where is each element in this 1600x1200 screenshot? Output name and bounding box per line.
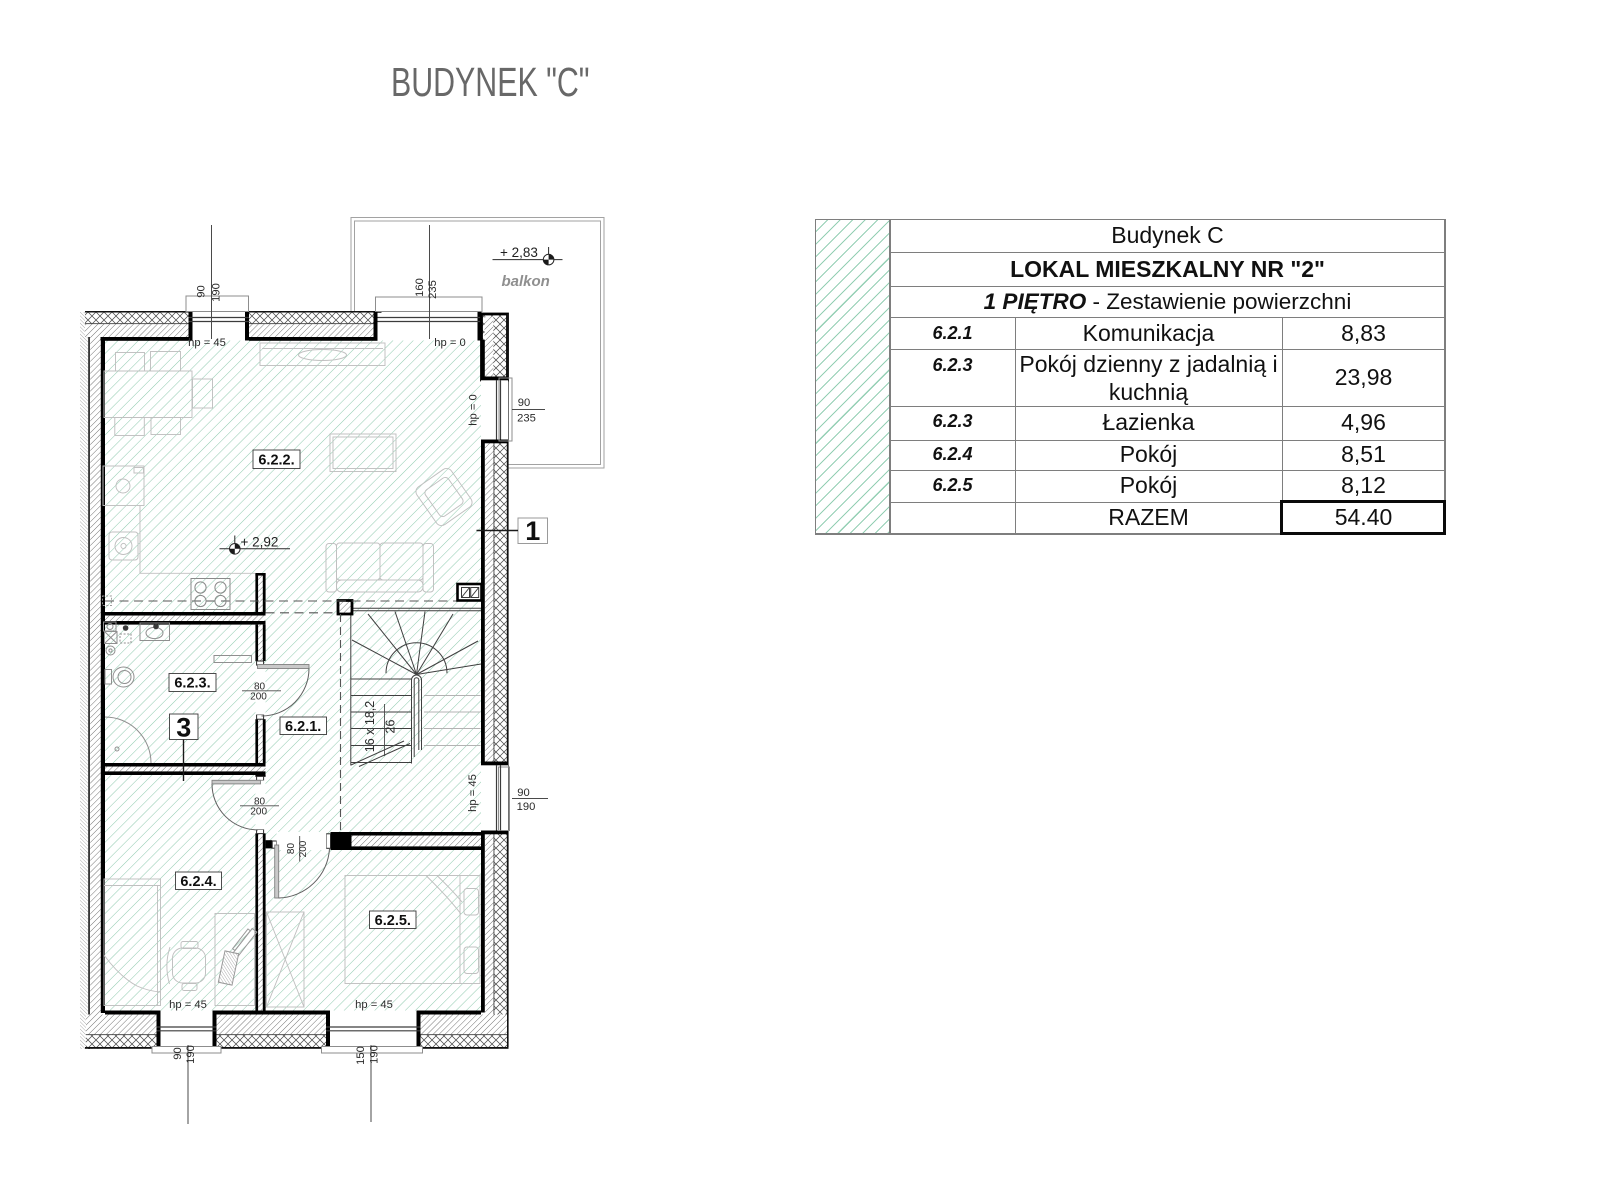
svg-text:190: 190: [369, 1045, 381, 1064]
svg-text:+ 2,92: + 2,92: [241, 534, 279, 549]
svg-text:90: 90: [518, 397, 530, 409]
svg-text:200: 200: [250, 807, 267, 818]
svg-text:3: 3: [176, 713, 191, 743]
svg-text:hp = 0: hp = 0: [434, 337, 465, 349]
svg-text:balkon: balkon: [502, 273, 550, 290]
svg-text:190: 190: [517, 801, 536, 813]
svg-text:6.2.4.: 6.2.4.: [180, 874, 216, 890]
svg-text:hp = 45: hp = 45: [169, 999, 207, 1011]
svg-text:190: 190: [185, 1045, 197, 1064]
svg-text:150: 150: [355, 1046, 367, 1065]
svg-text:80: 80: [254, 682, 266, 693]
svg-text:6.2.1.: 6.2.1.: [285, 719, 321, 735]
svg-text:16 x 18,2: 16 x 18,2: [363, 701, 377, 752]
svg-text:190: 190: [211, 283, 223, 302]
svg-text:235: 235: [517, 413, 536, 425]
svg-text:200: 200: [250, 692, 267, 703]
svg-text:90: 90: [196, 285, 208, 297]
svg-text:235: 235: [427, 280, 439, 299]
svg-text:90: 90: [172, 1047, 184, 1059]
svg-text:hp = 45: hp = 45: [355, 999, 393, 1011]
svg-text:6.2.3.: 6.2.3.: [174, 676, 210, 692]
svg-text:6.2.5.: 6.2.5.: [375, 913, 411, 929]
svg-text:hp = 45: hp = 45: [467, 774, 479, 812]
svg-text:200: 200: [298, 840, 309, 857]
svg-text:+ 2,83: + 2,83: [500, 245, 538, 260]
svg-text:90: 90: [517, 787, 529, 799]
svg-text:1: 1: [525, 516, 540, 546]
svg-text:26: 26: [384, 720, 398, 734]
svg-text:6.2.2.: 6.2.2.: [258, 453, 294, 469]
svg-text:80: 80: [254, 797, 266, 808]
svg-text:80: 80: [286, 843, 297, 855]
svg-text:160: 160: [414, 278, 426, 297]
svg-text:hp = 0: hp = 0: [468, 394, 480, 425]
svg-text:hp = 45: hp = 45: [188, 337, 226, 349]
